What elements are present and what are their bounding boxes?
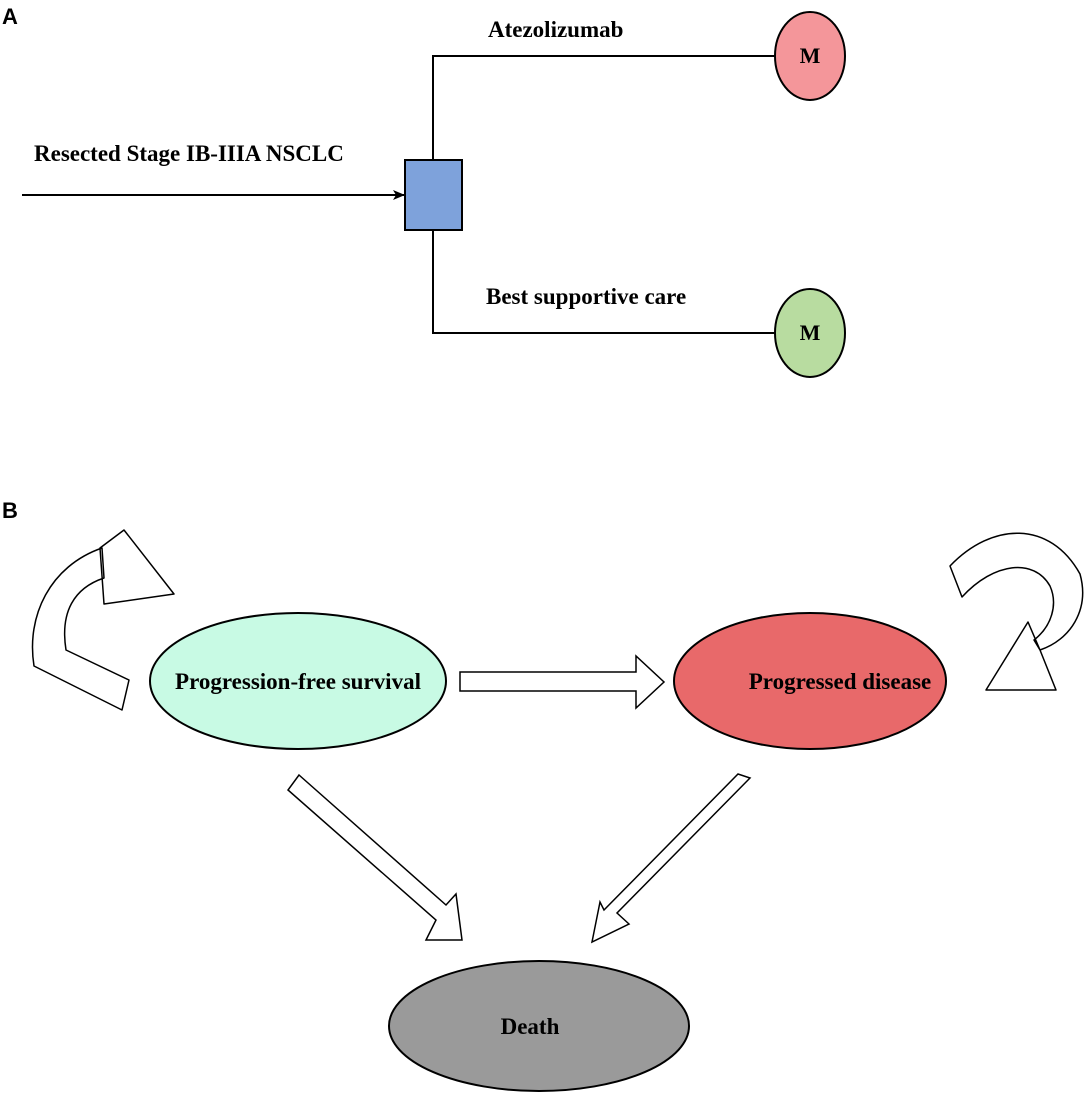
pfs-self-loop-arrow (31, 529, 175, 711)
arrow-pfs-to-progressed (459, 654, 666, 710)
state-progression-free-survival (149, 612, 447, 750)
input-label: Resected Stage IB-IIIA NSCLC (34, 141, 344, 166)
markov-node-bottom (774, 288, 846, 378)
markov-node-bottom-label: M (800, 320, 821, 345)
markov-node-top (774, 11, 846, 101)
pd-self-loop-arrow (949, 532, 1084, 691)
branch-label-best-supportive-care: Best supportive care (486, 284, 686, 309)
branch-label-atezolizumab: Atezolizumab (488, 17, 623, 42)
state-progressed-disease-label: Progressed disease (749, 669, 932, 694)
panel-b-label: B (2, 498, 18, 523)
state-death (388, 960, 690, 1092)
panel-a-label: A (2, 4, 18, 29)
state-progression-free-survival-label: Progression-free survival (175, 669, 421, 694)
decision-node (404, 159, 463, 231)
markov-node-top-label: M (800, 43, 821, 68)
state-progressed-disease (673, 612, 947, 750)
arrow-progressed-to-death (590, 773, 752, 944)
state-death-label: Death (501, 1014, 560, 1039)
arrow-pfs-to-death (286, 773, 463, 941)
branch-line-bottom (432, 230, 778, 334)
branch-line-top (432, 55, 778, 160)
